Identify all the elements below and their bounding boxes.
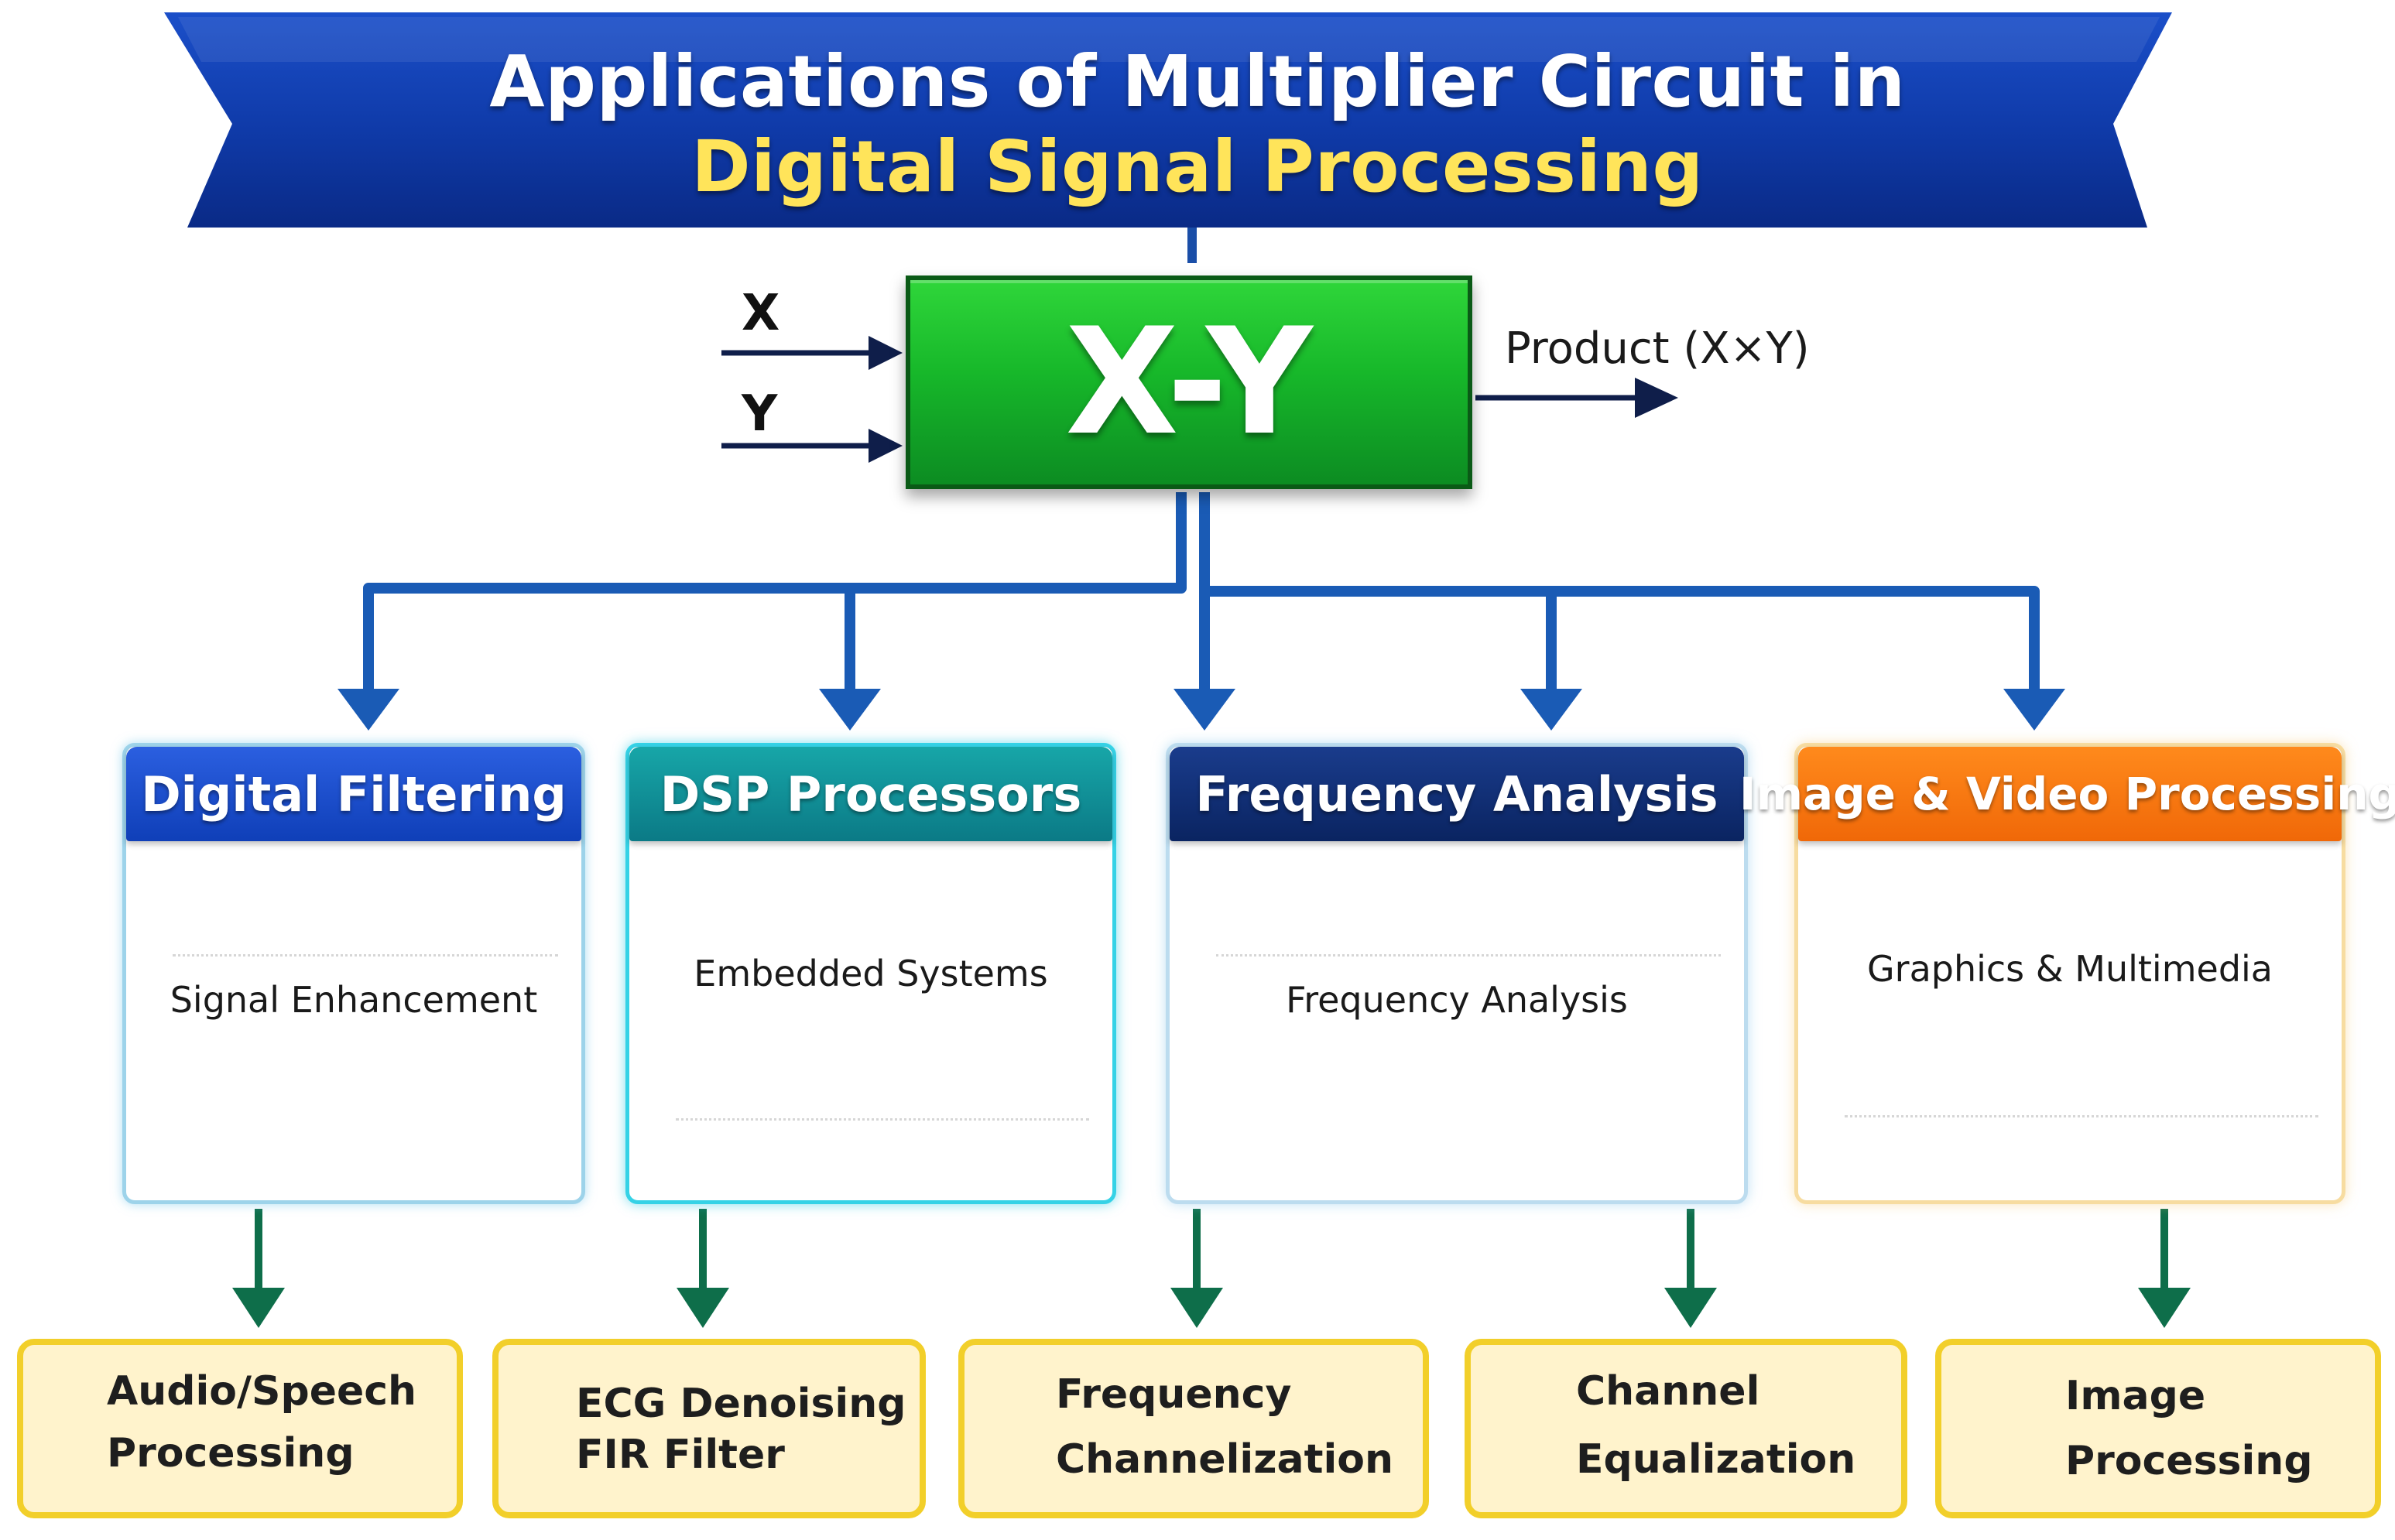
example-line-2: Channelization	[1056, 1436, 1394, 1483]
card-header: Digital Filtering	[126, 747, 581, 841]
example-line-1: Frequency	[1056, 1371, 1292, 1418]
example-arrows	[255, 1209, 2168, 1292]
input-x-arrow	[721, 336, 903, 370]
card-divider	[1845, 1115, 2318, 1117]
title-line-2: Digital Signal Processing	[691, 125, 1704, 208]
example-line-1: Channel	[1576, 1368, 1760, 1415]
card-body-text: Frequency Analysis	[1286, 979, 1628, 1021]
example-line-2: FIR Filter	[576, 1432, 785, 1478]
example-line-1: Image	[2065, 1373, 2206, 1419]
multiplier-label: X-Y	[1065, 296, 1313, 467]
application-card-dsp-processors: DSP Processors Embedded Systems	[625, 743, 1116, 1204]
example-line-1: ECG Denoising	[576, 1381, 906, 1427]
application-card-image-video-processing: Image & Video Processing Graphics & Mult…	[1739, 743, 2395, 1204]
example-line-1: Audio/Speech	[107, 1368, 417, 1415]
example-arrowheads	[232, 1288, 2191, 1328]
card-divider	[676, 1118, 1089, 1121]
input-y-label: Y	[742, 385, 778, 443]
card-divider	[173, 954, 558, 957]
card-header: Image & Video Processing	[1739, 747, 2395, 841]
example-line-2: Processing	[2065, 1438, 2313, 1484]
card-body-text: Signal Enhancement	[170, 979, 538, 1021]
title-banner	[164, 12, 2172, 228]
example-box-frequency-channelization: Frequency Channelization	[958, 1339, 1429, 1518]
title-line-1: Applications of Multiplier Circuit in	[489, 40, 1906, 123]
example-box-image-processing: Image Processing	[1935, 1339, 2381, 1518]
output-label: Product (X×Y)	[1505, 323, 1810, 374]
application-card-digital-filtering: Digital Filtering Signal Enhancement	[122, 743, 585, 1204]
card-body-text: Embedded Systems	[694, 953, 1048, 994]
example-box-channel-equalization: Channel Equalization	[1465, 1339, 1907, 1518]
application-card-frequency-analysis: Frequency Analysis Frequency Analysis	[1166, 743, 1748, 1204]
output-arrow	[1475, 378, 1678, 418]
branch-arrowheads	[337, 689, 2065, 731]
example-box-ecg-denoising: ECG Denoising FIR Filter	[492, 1339, 926, 1518]
input-x-label: X	[742, 285, 780, 342]
input-y-arrow	[721, 429, 903, 463]
branch-arrows	[363, 492, 2040, 696]
card-header: Frequency Analysis	[1170, 747, 1744, 841]
card-body-text: Graphics & Multimedia	[1867, 948, 2273, 990]
card-divider	[1216, 954, 1721, 957]
example-line-2: Equalization	[1576, 1436, 1856, 1483]
example-line-2: Processing	[107, 1430, 355, 1477]
example-box-audio-speech: Audio/Speech Processing	[17, 1339, 463, 1518]
multiplier-block: X-Y	[906, 275, 1472, 489]
title-banner-shine	[178, 17, 2160, 62]
card-header: DSP Processors	[629, 747, 1112, 841]
